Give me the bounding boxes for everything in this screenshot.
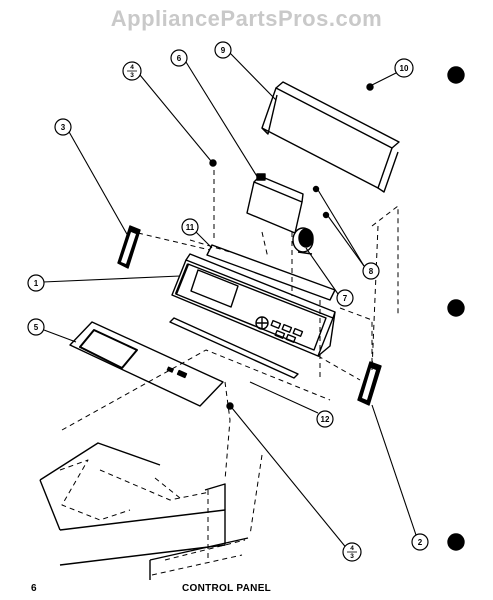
part-12-trim [169,317,299,379]
svg-text:10: 10 [400,64,409,73]
callout-12: 12 [316,410,334,428]
screw-8b [322,211,330,219]
part-1-console [171,253,336,357]
diagram-caption: CONTROL PANEL [182,583,272,594]
svg-text:3: 3 [61,123,66,132]
svg-text:11: 11 [186,223,195,232]
part-3-end-cap [117,225,141,269]
callout-2: 2 [411,533,429,551]
svg-text:8: 8 [369,267,374,276]
part-2-end-cap [357,361,382,406]
part-5-overlay [69,321,224,407]
callout-6: 6 [170,49,188,67]
callout-9: 9 [214,41,232,59]
svg-text:2: 2 [418,538,423,547]
svg-text:3: 3 [350,553,354,560]
leader-lines [42,51,417,551]
svg-text:7: 7 [343,294,348,303]
part-9-bracket [261,81,400,193]
svg-text:4: 4 [350,545,354,552]
watermark: AppliancePartsPros.com [110,6,383,31]
callout-4-bottom: 4 3 [342,542,362,562]
svg-text:6: 6 [177,54,182,63]
part-7-knob [292,227,314,255]
screw-8a [312,185,320,193]
svg-text:5: 5 [34,323,39,332]
screw-bottom [226,402,234,410]
svg-text:1: 1 [34,279,39,288]
part-6-bracket [246,173,304,234]
svg-text:12: 12 [321,415,330,424]
screws [209,83,374,410]
svg-text:9: 9 [221,46,226,55]
phantom-lines [59,170,399,576]
part-11-trim [206,244,336,301]
registration-dots [447,66,465,551]
cabinet-base [39,442,249,580]
callout-11: 11 [181,218,199,236]
page-number: 6 [31,583,37,594]
screw-top [209,159,217,167]
callout-1: 1 [27,274,45,292]
callouts: 1 2 3 4 3 4 3 5 6 7 8 9 10 11 12 [27,41,429,562]
svg-text:3: 3 [130,72,134,79]
svg-text:4: 4 [130,64,134,71]
callout-4-top: 4 3 [122,61,142,81]
callout-5: 5 [27,318,45,336]
callout-8: 8 [362,262,380,280]
callout-7: 7 [336,289,354,307]
callout-3: 3 [54,118,72,136]
screw-10 [366,83,374,91]
callout-10: 10 [394,58,414,78]
